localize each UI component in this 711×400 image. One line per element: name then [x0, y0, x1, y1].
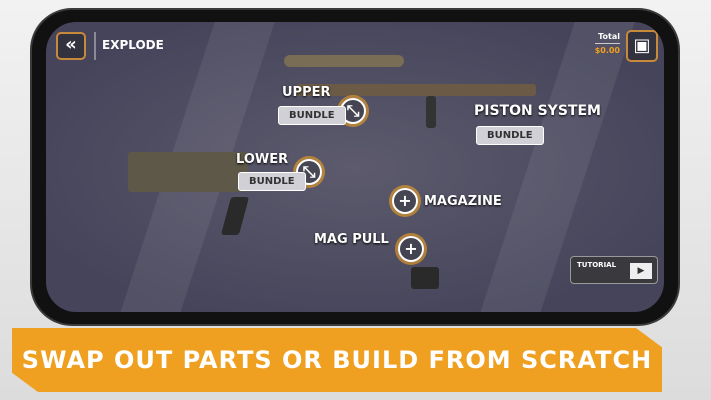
banner-text: SWAP OUT PARTS OR BUILD FROM SCRATCH — [21, 346, 653, 374]
back-button[interactable]: « — [56, 32, 86, 60]
save-button[interactable]: ▣ — [626, 30, 658, 62]
piston-system-bundle-button[interactable]: BUNDLE — [476, 126, 544, 145]
mag-pull-label: MAG PULL — [314, 232, 389, 247]
lower-bundle-button[interactable]: BUNDLE — [238, 172, 306, 191]
piston-system-label: PISTON SYSTEM — [474, 103, 601, 119]
floppy-disk-icon: ▣ — [633, 35, 651, 56]
divider — [94, 32, 96, 60]
stock-image — [128, 152, 248, 192]
total-value: $0.00 — [594, 43, 620, 55]
upper-label: UPPER — [282, 85, 331, 100]
screen-title: EXPLODE — [102, 38, 164, 52]
upper-receiver-image — [296, 84, 536, 96]
total-display: Total $0.00 — [594, 32, 620, 55]
tutorial-label: TUTORIAL — [577, 261, 617, 269]
plus-icon: + — [404, 239, 418, 258]
plus-icon: + — [398, 191, 412, 210]
magazine-add-button[interactable]: + — [392, 188, 418, 214]
grip-image — [426, 96, 436, 128]
collapse-arrows-icon: ⤡ — [302, 162, 316, 181]
mag-pull-add-button[interactable]: + — [398, 236, 424, 262]
game-screen: « EXPLODE Total $0.00 ▣ UPPER ⤡ BUNDLE PI… — [46, 22, 664, 312]
pistol-grip-image — [220, 197, 250, 235]
magazine-image — [411, 267, 439, 289]
scope-image — [284, 55, 404, 67]
upper-bundle-button[interactable]: BUNDLE — [278, 106, 346, 125]
total-label: Total — [598, 32, 620, 41]
phone-frame: « EXPLODE Total $0.00 ▣ UPPER ⤡ BUNDLE PI… — [30, 8, 680, 326]
magazine-label: MAGAZINE — [424, 194, 502, 209]
lower-label: LOWER — [236, 152, 289, 167]
promo-banner: SWAP OUT PARTS OR BUILD FROM SCRATCH — [12, 328, 662, 392]
collapse-arrows-icon: ⤡ — [346, 101, 360, 120]
play-icon: ▶ — [630, 263, 652, 279]
tutorial-button[interactable]: TUTORIAL ▶ — [570, 256, 658, 284]
